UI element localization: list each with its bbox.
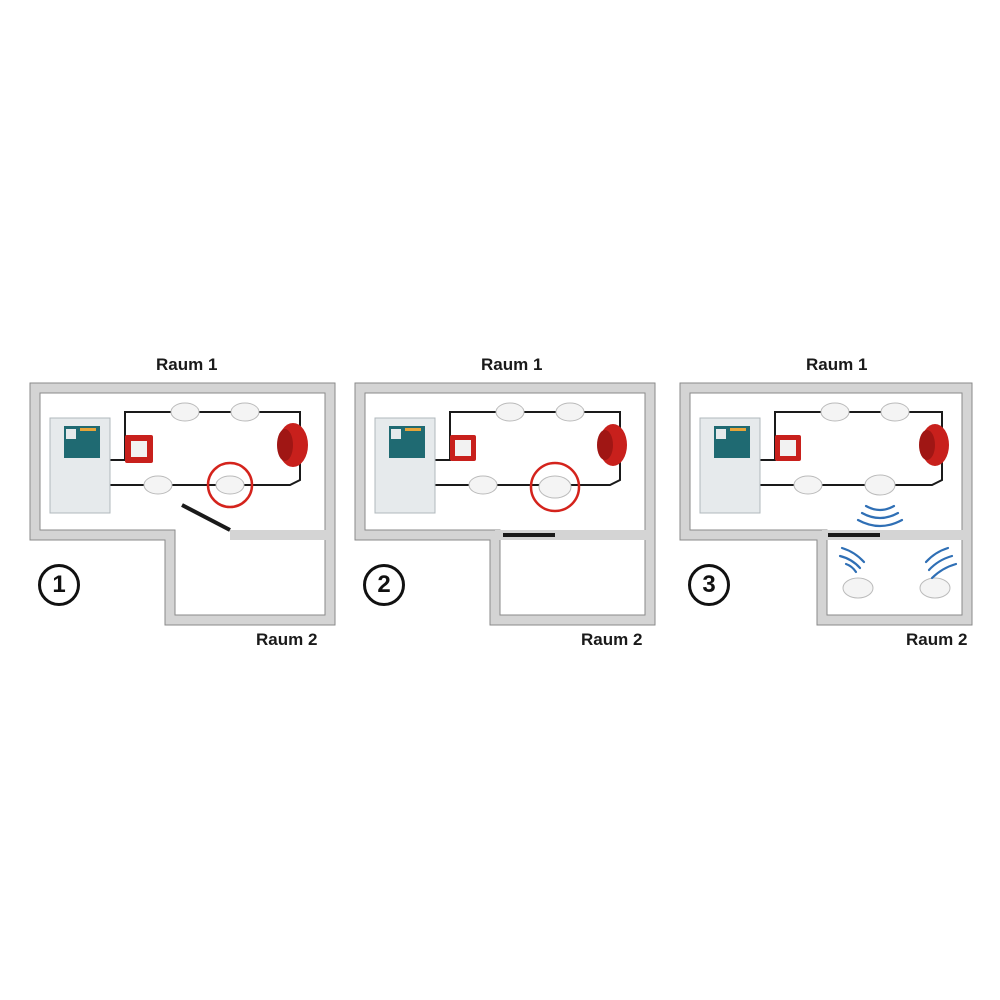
alarm-sounder-icon — [277, 423, 308, 467]
alarm-sounder-icon — [919, 424, 949, 466]
step-number: 2 — [363, 564, 405, 606]
step-number: 3 — [688, 564, 730, 606]
room2-label: Raum 2 — [256, 630, 318, 649]
room1-label: Raum 1 — [806, 355, 868, 374]
wall-outline — [355, 383, 655, 625]
room1-label: Raum 1 — [481, 355, 543, 374]
highlight-ring — [529, 461, 581, 513]
fire-control-panel-icon — [49, 417, 111, 514]
step-number: 1 — [38, 564, 80, 606]
smoke-detector-icon — [143, 402, 260, 495]
alarm-sounder-icon — [597, 424, 627, 466]
manual-call-point-icon — [125, 435, 153, 463]
smoke-detector-icon — [468, 402, 585, 499]
manual-call-point-icon — [450, 435, 476, 461]
smoke-detector-icon — [793, 402, 951, 599]
manual-call-point-icon — [775, 435, 801, 461]
fire-control-panel-icon — [699, 417, 761, 514]
door-open — [181, 503, 231, 532]
panel-step-1: Raum 1 Raum 2 1 — [29, 340, 355, 660]
highlight-ring — [206, 461, 254, 509]
wall-outline — [680, 383, 972, 625]
floorplan-3 — [679, 382, 973, 626]
room1-label: Raum 1 — [156, 355, 218, 374]
panel-step-3: Raum 1 Raum 2 3 — [679, 340, 1000, 660]
wire-loop — [760, 411, 943, 486]
panel-step-2: Raum 1 Raum 2 2 — [354, 340, 680, 660]
wire-loop — [435, 411, 621, 486]
floorplan-1 — [29, 382, 336, 626]
room2-label: Raum 2 — [906, 630, 968, 649]
radio-wave-icon — [838, 504, 958, 580]
floorplan-2 — [354, 382, 656, 626]
room2-label: Raum 2 — [581, 630, 643, 649]
wall-outline — [30, 383, 335, 625]
fire-control-panel-icon — [374, 417, 436, 514]
